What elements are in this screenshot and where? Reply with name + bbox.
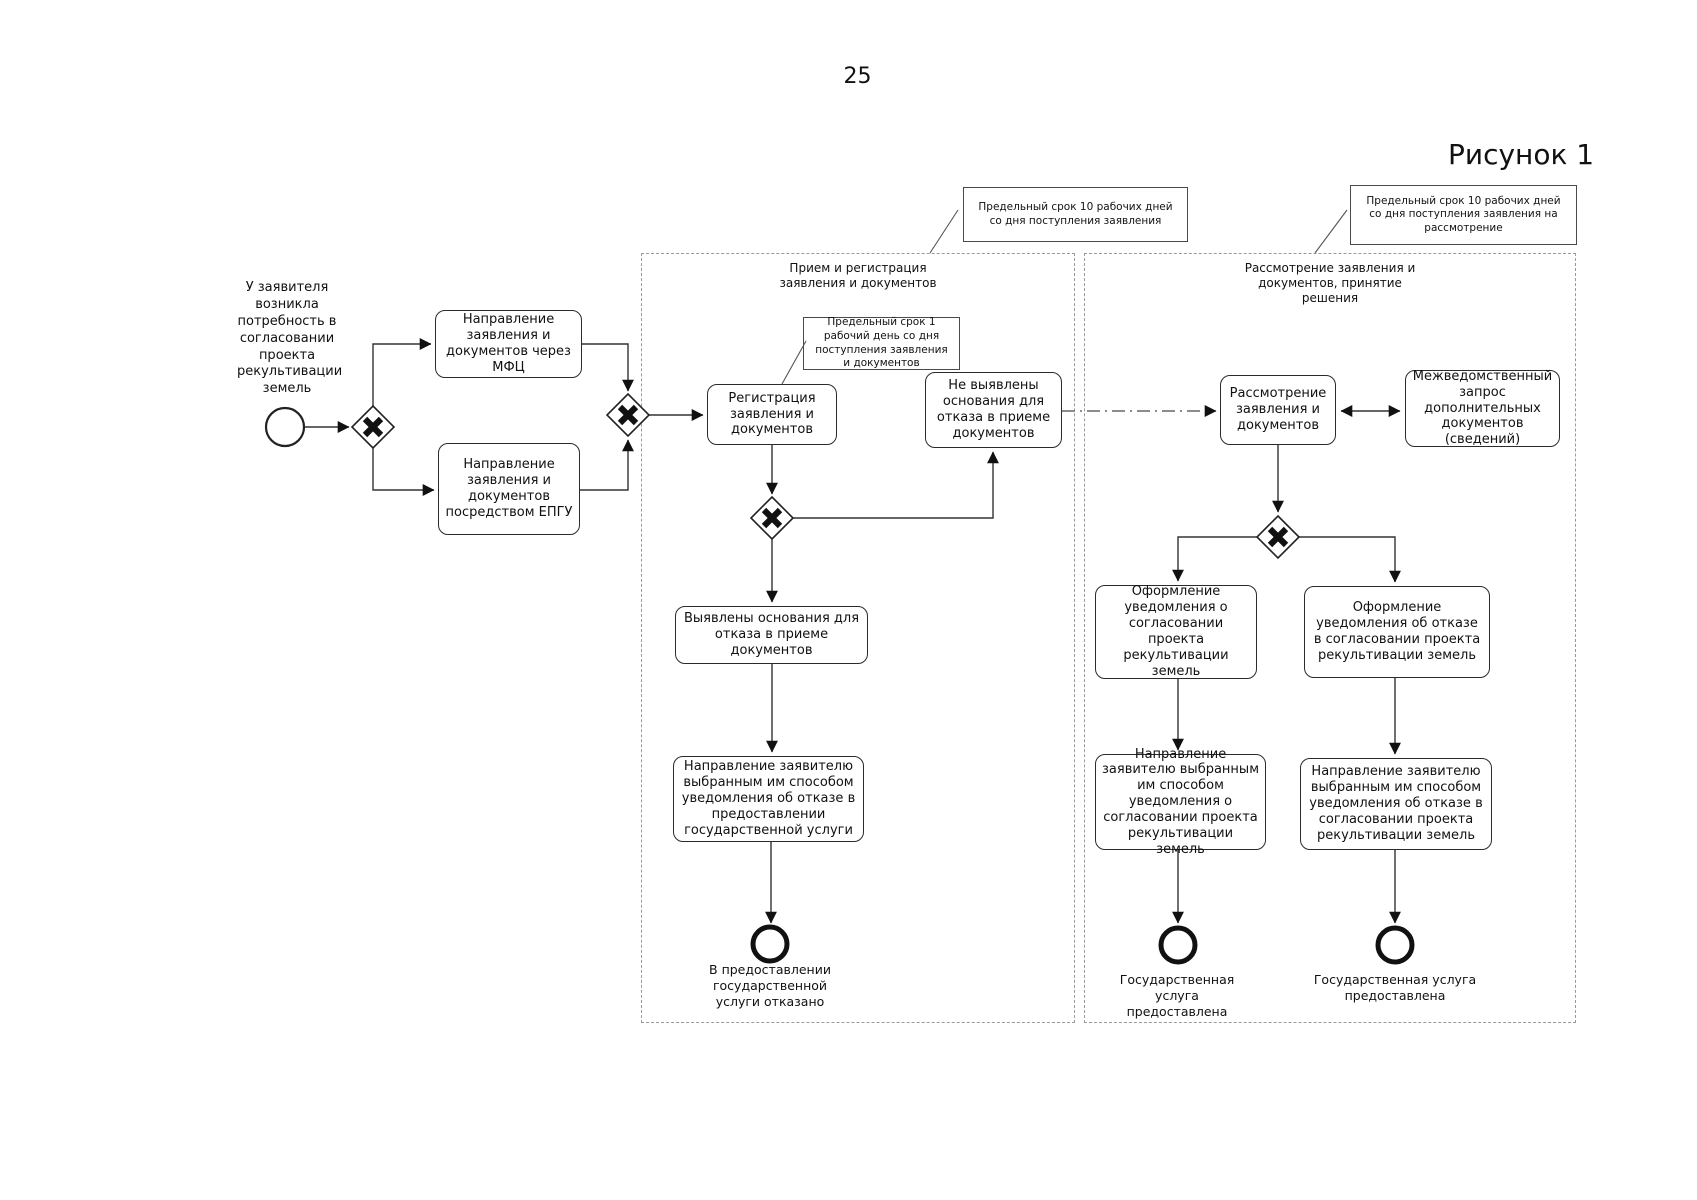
task-registration: Регистрация заявления и документов [707, 384, 837, 445]
lane-review-title: Рассмотрение заявления и документов, при… [1244, 261, 1416, 305]
flow-gateway-to-epgu [372, 448, 435, 496]
xor-gateway-channel-choice [350, 404, 396, 450]
lane-reception-title: Прием и регистрация заявления и документ… [779, 261, 937, 290]
task-notify-service-refusal: Направление заявителю выбранным им спосо… [673, 756, 864, 842]
page-number: 25 [843, 64, 872, 89]
note-deadline-10-days: Предельный срок 10 рабочих дней со дня п… [963, 187, 1188, 242]
task-send-refusal-notice: Направление заявителю выбранным им спосо… [1300, 758, 1492, 850]
gateway-x-icon [362, 416, 384, 438]
end-provided-left-label: Государственная услуга предоставлена [1119, 972, 1235, 1019]
task-refusal-grounds: Выявлены основания для отказа в приеме д… [675, 606, 868, 664]
task-send-mfc: Направление заявления и документов через… [435, 310, 582, 378]
task-no-refusal-grounds: Не выявлены основания для отказа в прием… [925, 372, 1062, 448]
end-refused-label: В предоставлении государственной услуги … [709, 962, 831, 1009]
start-event-label: У заявителя возникла потребность в согла… [237, 280, 343, 397]
task-send-epgu: Направление заявления и документов посре… [438, 443, 580, 535]
note-deadline-10-days-review: Предельный срок 10 рабочих дней со дня п… [1350, 185, 1577, 245]
gateway-x-icon [617, 404, 639, 426]
flow-mfc-to-merge [582, 343, 634, 392]
start-event-circle [264, 406, 306, 448]
task-issue-refusal-notice: Оформление уведомления об отказе в согла… [1304, 586, 1490, 678]
end-provided-right-label: Государственная услуга предоставлена [1313, 972, 1477, 1003]
note-deadline-1-day: Предельный срок 1 рабочий день со дня по… [803, 316, 960, 370]
task-issue-approval-notice: Оформление уведомления о согласовании пр… [1095, 584, 1257, 679]
assoc-deadline-10-days [929, 209, 959, 254]
assoc-deadline-10-days-review [1314, 209, 1348, 254]
flow-epgu-to-merge [580, 439, 634, 491]
flow-gateway-to-mfc [372, 338, 432, 406]
task-interagency-request: Межведомственный запрос дополнительных д… [1405, 369, 1560, 447]
figure-caption: Рисунок 1 [1448, 138, 1595, 171]
lane-review: Рассмотрение заявления и документов, при… [1084, 253, 1576, 1023]
task-review-documents: Рассмотрение заявления и документов [1220, 375, 1336, 445]
gateway-diamond [350, 404, 396, 450]
lane-reception: Прием и регистрация заявления и документ… [641, 253, 1075, 1023]
task-send-approval-notice: Направление заявителю выбранным им спосо… [1095, 747, 1266, 857]
